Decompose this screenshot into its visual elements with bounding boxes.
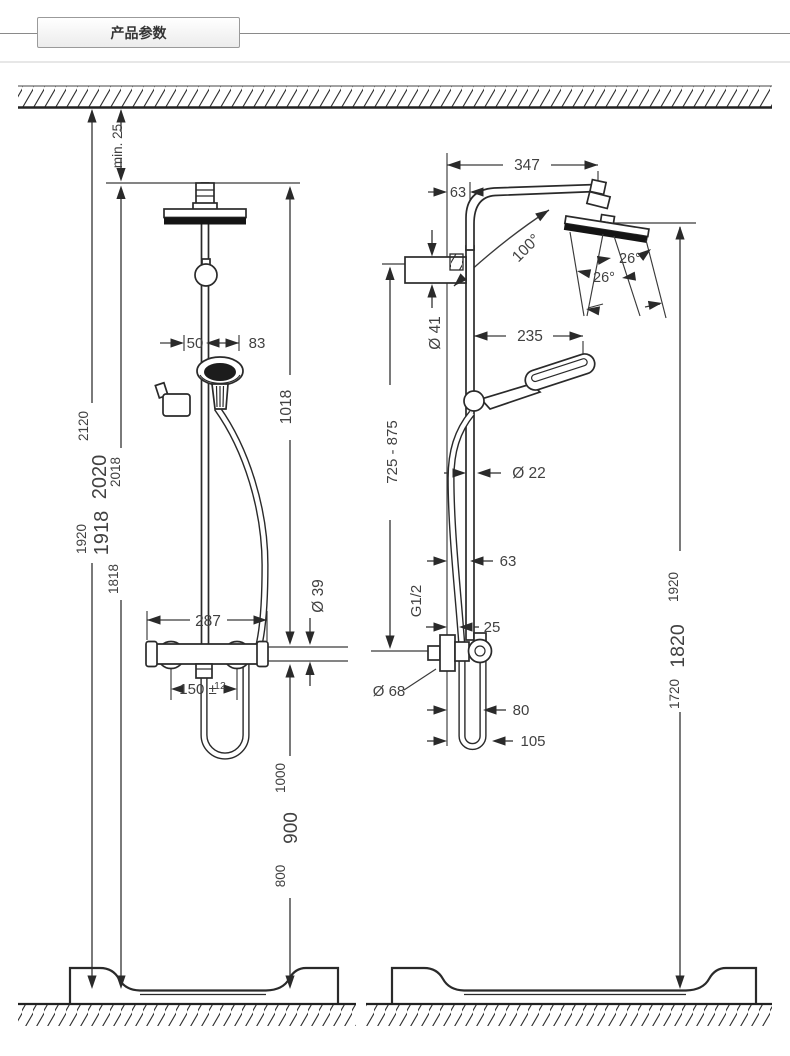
dim-1820-right: 1820 <box>667 624 689 668</box>
dimension-labels: min. 25 2120 2020 2018 1920 1918 1818 50… <box>74 124 689 887</box>
dim-725-875: 725 - 875 <box>384 420 401 483</box>
front-view-shower <box>145 182 269 760</box>
side-view-shower <box>404 178 667 751</box>
dim-900: 900 <box>281 812 302 844</box>
dim-dia68: Ø 68 <box>373 683 406 700</box>
tab-label: 产品参数 <box>110 24 167 41</box>
dim-2020: 2020 <box>89 455 111 500</box>
dim-dia41: Ø 41 <box>427 316 444 350</box>
header-rule <box>0 33 790 34</box>
tab-product-parameters[interactable]: 产品参数 <box>37 17 240 48</box>
dim-2120: 2120 <box>76 411 91 441</box>
dim-83: 83 <box>249 335 266 352</box>
dim-150-tolerance: 12 <box>214 680 226 692</box>
dim-1918: 1918 <box>91 511 113 556</box>
dim-25: 25 <box>484 619 501 636</box>
ceiling-hatch <box>18 85 772 109</box>
dim-g-half: G1/2 <box>408 585 425 618</box>
dim-1720-right: 1720 <box>667 679 682 709</box>
dim-50: 50 <box>187 335 204 352</box>
floor-hatch <box>18 1002 772 1026</box>
dim-347: 347 <box>514 157 540 174</box>
dim-dia39: Ø 39 <box>310 579 327 613</box>
dim-80: 80 <box>513 702 530 719</box>
dim-dia22: Ø 22 <box>512 465 546 482</box>
dim-800: 800 <box>273 865 288 888</box>
dim-2018: 2018 <box>108 457 123 487</box>
dim-1818: 1818 <box>106 564 121 594</box>
shower-trays <box>68 966 758 1003</box>
dim-105: 105 <box>520 733 545 750</box>
dimension-lines <box>91 110 696 986</box>
dim-63-mid: 63 <box>500 553 517 570</box>
dim-min25: min. 25 <box>110 124 125 168</box>
dim-100deg: 100° <box>509 231 544 266</box>
dim-235: 235 <box>517 328 543 345</box>
dim-63-top: 63 <box>450 185 466 201</box>
dimension-arrows <box>87 109 685 989</box>
dim-150: 150 ± <box>179 681 216 698</box>
header-subrule <box>0 61 790 63</box>
dim-1018: 1018 <box>278 390 295 424</box>
dim-26deg-a: 26° <box>619 251 641 267</box>
dim-287: 287 <box>195 613 221 630</box>
dim-1000: 1000 <box>273 763 288 793</box>
dim-1920-right: 1920 <box>666 572 681 602</box>
dim-26deg-b: 26° <box>593 270 615 286</box>
dim-1920: 1920 <box>74 524 89 554</box>
